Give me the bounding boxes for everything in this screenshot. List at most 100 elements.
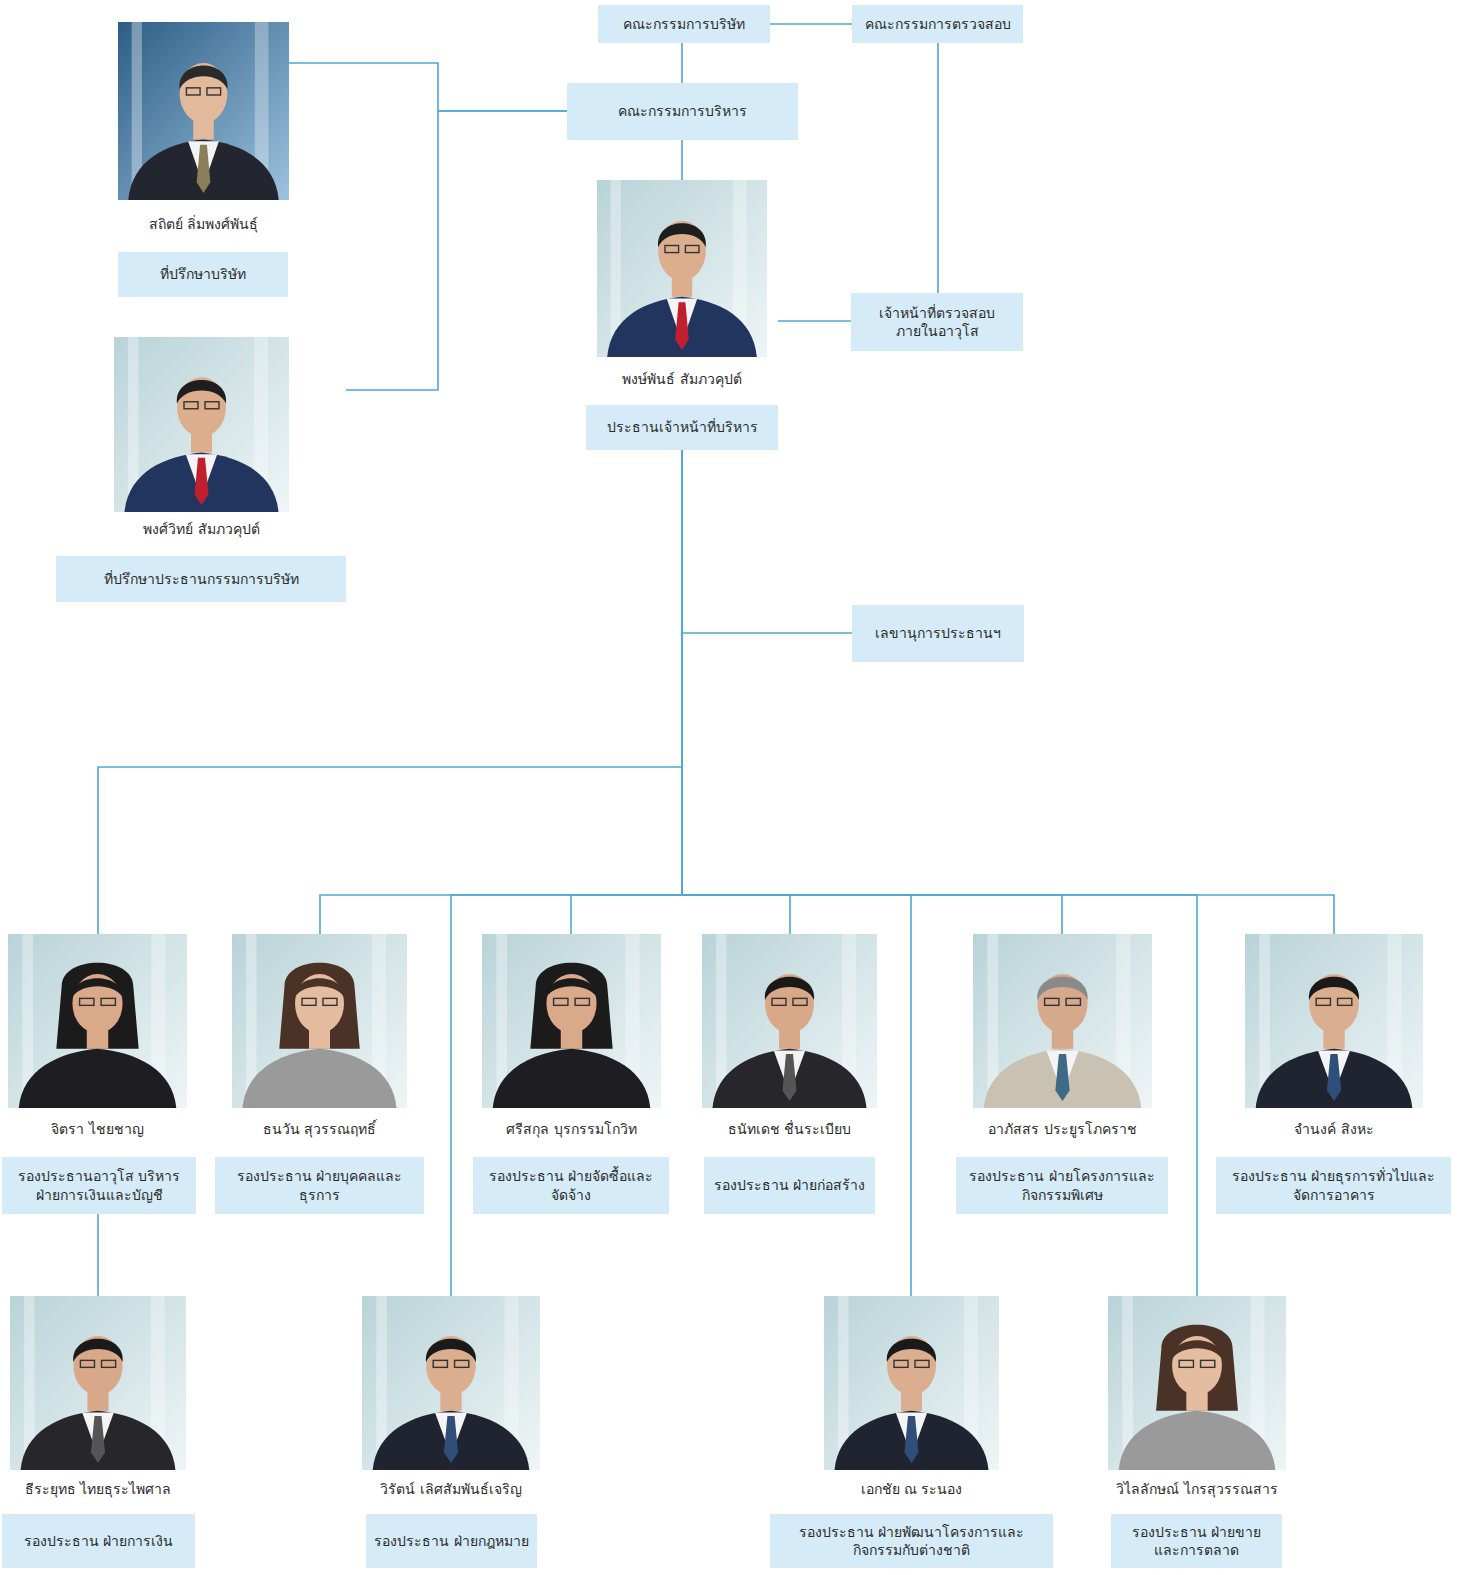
portrait-photo [702,934,877,1108]
portrait-glasses [205,402,219,409]
portrait-body [125,453,279,513]
portrait-photo [10,1296,186,1470]
person-node: พงษ์พันธ์ สัมภวคุปต์ประธานเจ้าหน้าที่บริ… [586,180,778,450]
portrait-head [1037,974,1087,1033]
org-connector [571,450,682,934]
title-box: รองประธาน ฝ่ายกฎหมาย [366,1514,537,1568]
portrait-photo [114,337,289,512]
title-box: รองประธาน ฝ่ายการเงิน [2,1514,195,1568]
title-label: รองประธาน ฝ่ายจัดซื้อและจัดจ้าง [481,1167,661,1203]
portrait-tie [91,1416,105,1463]
title-box: ที่ปรึกษาประธานกรรมการบริษัท [56,556,346,602]
portrait-head [765,974,814,1033]
portrait-photo [118,22,289,200]
portrait-head [295,974,344,1033]
portrait-glasses [685,245,699,252]
org-box: คณะกรรมการตรวจสอบ [852,5,1023,43]
photo-background [114,337,289,512]
title-box: รองประธาน ฝ่ายบุคคลและธุรการ [215,1157,424,1214]
portrait-photo [232,934,407,1108]
portrait-body [607,297,757,357]
photo-background [482,934,661,1108]
photo-background [8,934,187,1108]
title-label: รองประธาน ฝ่ายกฎหมาย [374,1532,528,1550]
org-box: คณะกรรมการบริหาร [567,83,798,140]
org-connector [682,450,1062,934]
person-name: ธีระยุทธ ไทยธุระไพศาล [0,1479,248,1499]
org-connector [682,450,1334,934]
portrait-head [180,63,228,124]
portrait-hair [887,1339,936,1362]
box-label: คณะกรรมการตรวจสอบ [865,15,1011,33]
portrait-tie [1055,1054,1069,1101]
title-label: รองประธาน ฝ่ายขายและการตลาด [1119,1523,1274,1559]
person-name: พงศ์วิทย์ สัมภวคุปต์ [52,519,352,539]
portrait-photo [482,934,661,1108]
portrait-photo [597,180,767,357]
person-name: จำนงค์ สิงหะ [1184,1119,1467,1139]
org-connector [289,63,567,111]
portrait-hair [1309,977,1359,1000]
portrait-photo [1108,1296,1286,1470]
photo-background [362,1296,540,1470]
title-label: รองประธาน ฝ่ายธุรการทั่วไปและจัดการอาคาร [1224,1167,1443,1203]
portrait-glasses [101,998,115,1005]
portrait-tie [783,1054,797,1101]
portrait-glasses [1066,998,1080,1005]
portrait-head [887,1336,936,1395]
portrait-body [1119,1411,1276,1470]
portrait-photo [824,1296,999,1470]
portrait-tie [195,458,209,505]
portrait-hair [177,380,226,404]
person-node: อาภัสสร ประยูรโภคราชรองประธาน ฝ่ายโครงกา… [956,934,1168,1214]
org-connector [346,111,567,390]
person-name: วิรัตน์ เลิศสัมพันธ์เจริญ [301,1479,601,1499]
photo-background [118,22,289,200]
person-name: อาภัสสร ประยูรโภคราช [913,1119,1213,1139]
portrait-head [426,1336,476,1395]
box-label: เจ้าหน้าที่ตรวจสอบ ภายในอาวุโส [859,304,1015,340]
portrait-hair [56,963,138,1049]
person-node: จำนงค์ สิงหะรองประธาน ฝ่ายธุรการทั่วไปแล… [1216,934,1451,1214]
portrait-head [73,1336,122,1395]
org-connector [451,450,682,1296]
title-box: รองประธาน ฝ่ายก่อสร้าง [704,1157,875,1214]
portrait-hair [1172,1340,1222,1358]
portrait-head [72,974,122,1033]
org-connector [97,1214,99,1296]
title-box: ประธานเจ้าหน้าที่บริหาร [586,405,778,450]
portrait-hair [72,978,122,996]
title-label: รองประธานอาวุโส บริหารฝ่ายการเงินและบัญช… [10,1167,188,1203]
portrait-glasses [894,1360,908,1367]
title-box: ที่ปรึกษาบริษัท [118,252,288,297]
person-name: จิตรา ไชยชาญ [0,1119,248,1139]
portrait-glasses [1045,998,1059,1005]
person-node: วิไลลักษณ์ ไกรสุวรรณสารรองประธาน ฝ่ายขาย… [1108,1296,1286,1568]
person-node: เอกชัย ณ ระนองรองประธาน ฝ่ายพัฒนาโครงการ… [770,1296,1053,1568]
portrait-glasses [665,245,679,252]
org-connector [681,140,683,180]
title-box: รองประธาน ฝ่ายพัฒนาโครงการและกิจกรรมกับต… [770,1514,1053,1568]
portrait-body [984,1049,1142,1108]
person-name: เอกชัย ณ ระนอง [762,1479,1062,1499]
person-node: ธนัทเดช ชื่นระเบียบรองประธาน ฝ่ายก่อสร้า… [702,934,877,1214]
portrait-tie [197,145,211,193]
portrait-body [373,1411,530,1470]
portrait-body [128,139,278,200]
portrait-hair [179,66,227,90]
title-label: รองประธาน ฝ่ายก่อสร้าง [714,1176,865,1194]
title-label: ที่ปรึกษาบริษัท [160,265,246,283]
portrait-photo [8,934,187,1108]
org-connector [682,450,1197,1296]
person-name: ธนวัน สุวรรณฤทธิ์ [170,1119,470,1139]
portrait-body [835,1411,989,1470]
portrait-hair [546,978,596,996]
person-name: ธนัทเดช ชื่นระเบียบ [640,1119,940,1139]
box-label: เลขานุการประธานฯ [875,624,1001,642]
portrait-glasses [80,1360,94,1367]
title-label: รองประธาน ฝ่ายโครงการและกิจกรรมพิเศษ [964,1167,1160,1203]
portrait-glasses [102,1360,116,1367]
title-label: รองประธาน ฝ่ายพัฒนาโครงการและกิจกรรมกับต… [778,1523,1045,1559]
photo-background [702,934,877,1108]
